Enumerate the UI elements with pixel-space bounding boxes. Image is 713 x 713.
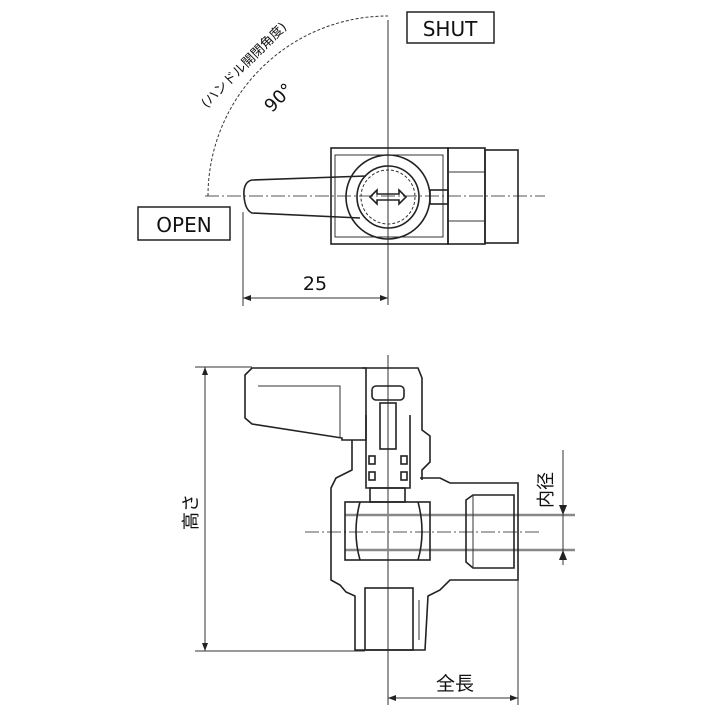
flow-arrow-icon [368, 188, 408, 206]
side-view: 高さ 内径 全長 [181, 355, 575, 705]
stem-cap [356, 165, 420, 229]
handle-cap [362, 367, 431, 480]
bottom-port [364, 587, 414, 651]
port-end [484, 149, 519, 244]
open-label-box [137, 206, 231, 241]
side-valve-body [330, 440, 519, 651]
handle-dimension-value: 25 [303, 273, 327, 295]
ball [355, 501, 423, 561]
height-label: 高さ [181, 494, 202, 530]
open-label: OPEN [156, 213, 211, 237]
length-label: 全長 [436, 673, 474, 695]
stem [379, 402, 397, 450]
shut-label: SHUT [423, 17, 478, 41]
rotation-arc [207, 15, 389, 197]
side-handle-lever [244, 367, 367, 441]
inner-diameter-label: 内径 [536, 472, 557, 508]
top-view: 25 SHUT OPEN 90° (ハンドル開閉角度) [137, 11, 545, 306]
angle-label: 90° [260, 79, 297, 116]
handle-lever [243, 175, 367, 219]
shut-label-box [406, 11, 495, 44]
